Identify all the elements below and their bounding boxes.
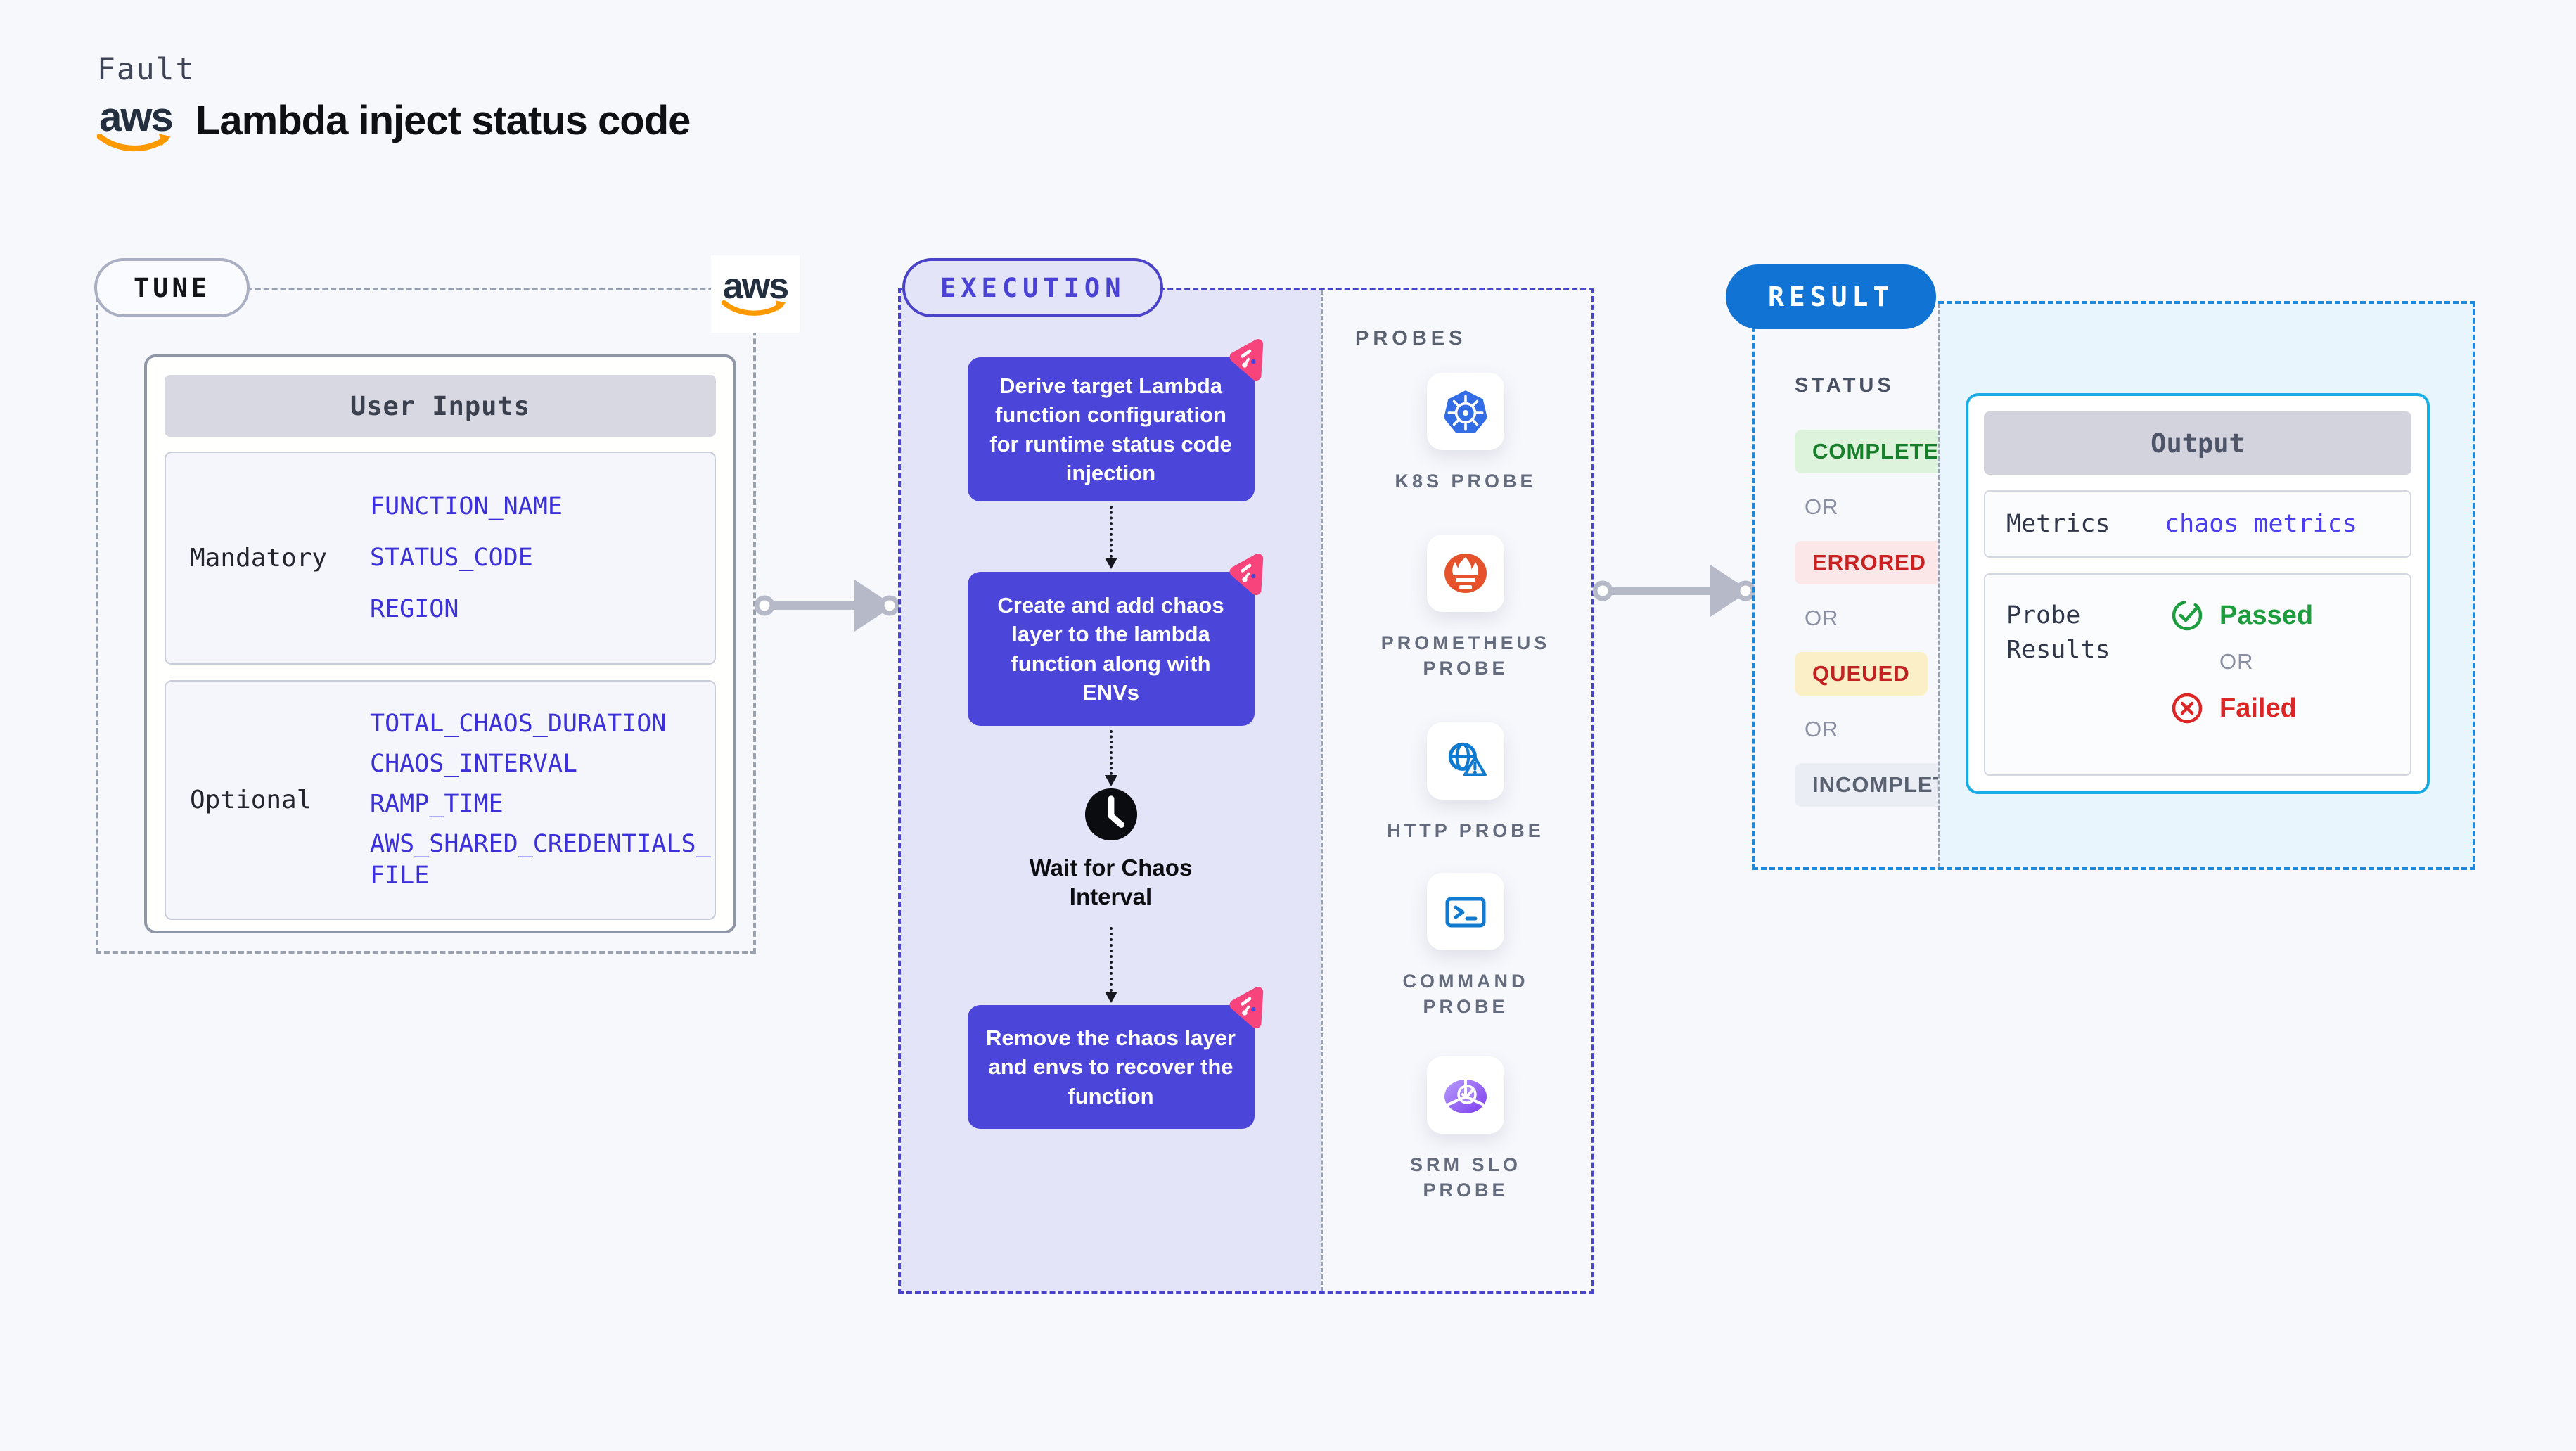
or-label: OR [1805,606,1839,630]
table-row-optional: Optional TOTAL_CHAOS_DURATION CHAOS_INTE… [165,680,716,920]
flow-connector [1104,730,1117,786]
kubernetes-icon [1444,390,1487,433]
flow-connector [1104,506,1117,569]
probe-results-row: Probe Results Passed OR [1984,573,2411,776]
or-label: OR [1805,494,1839,519]
probe-prometheus: PROMETHEUS PROBE [1371,535,1561,682]
chaos-fault-icon [1229,987,1263,1029]
or-label: OR [2219,649,2254,674]
result-output-panel: Output Metrics chaos metrics Probe Resul… [1938,304,2473,867]
param-total-chaos-duration: TOTAL_CHAOS_DURATION [370,709,667,738]
row-label: Mandatory [190,544,328,573]
x-circle-icon [2172,693,2203,724]
param-status-code: STATUS_CODE [370,543,533,572]
probe-results-label: Probe Results [2006,601,2110,664]
clock-icon [1084,787,1139,842]
execution-badge: EXECUTION [902,258,1164,317]
metrics-row: Metrics chaos metrics [1984,490,2411,558]
probe-label: PROMETHEUS PROBE [1380,632,1551,679]
probe-label: SRM SLO PROBE [1409,1154,1521,1201]
aws-logo-word: aws [99,94,174,140]
arrow-execution-to-result-icon [1593,565,1755,617]
table-row-mandatory: Mandatory FUNCTION_NAME STATUS_CODE REGI… [165,452,716,665]
wait-for-chaos-interval-label: Wait for Chaos Interval [1029,855,1193,910]
failed-line: Failed [2170,691,2389,725]
aws-corner-logo: aws [711,255,800,333]
probes-title: PROBES [1355,327,1467,350]
param-ramp-time: RAMP_TIME [370,789,504,818]
tune-badge: TUNE [94,258,250,317]
probe-k8s: K8S PROBE [1371,373,1561,494]
probe-label: COMMAND PROBE [1402,971,1529,1018]
chaos-fault-icon [1229,554,1263,596]
aws-logo: aws [97,97,174,156]
step-text: Derive target Lambda function configurat… [989,373,1232,485]
check-circle-icon [2172,600,2203,631]
mandatory-params: FUNCTION_NAME STATUS_CODE REGION [370,453,715,663]
aws-logo-word: aws [722,266,789,307]
param-function-name: FUNCTION_NAME [370,492,563,520]
execution-step-2: Create and add chaos layer to the lambda… [967,554,1263,726]
output-header: Output [1984,411,2411,475]
param-aws-shared-credentials-file: AWS_SHARED_CREDENTIALS_FILE [370,829,711,890]
result-badge: RESULT [1726,264,1937,329]
status-title: STATUS [1795,374,1895,397]
status-column: STATUS COMPLETED OR ERRORED OR QUEUED OR… [1755,304,1997,867]
optional-params: TOTAL_CHAOS_DURATION CHAOS_INTERVAL RAMP… [370,682,715,919]
fault-eyebrow-label: Fault [97,52,196,87]
page-title: Lambda inject status code [196,98,691,143]
execution-step-3: Remove the chaos layer and envs to recov… [967,987,1263,1129]
http-globe-icon [1448,742,1487,776]
status-badge-errored: ERRORED [1795,541,1944,584]
probe-srm-slo: SRM SLO PROBE [1371,1056,1561,1203]
param-region: REGION [370,594,459,623]
metrics-value: chaos metrics [2165,510,2357,538]
probe-tile [1427,722,1504,800]
step-text: Remove the chaos layer and envs to recov… [986,1025,1236,1108]
metrics-label: Metrics [2006,509,2110,538]
srm-slo-icon [1444,1080,1487,1113]
or-label: OR [1805,717,1839,741]
prometheus-icon [1444,554,1487,593]
status-badge-queued: QUEUED [1795,652,1928,696]
execution-section: EXECUTION Derive target Lambda function … [898,258,1594,1294]
failed-label: Failed [2219,693,2297,723]
user-inputs-table: User Inputs Mandatory FUNCTION_NAME STAT… [144,354,736,933]
probe-tile [1427,873,1504,950]
passed-line: Passed [2170,599,2389,632]
probe-tile [1427,373,1504,450]
aws-smile-icon [97,133,171,152]
passed-label: Passed [2219,600,2314,630]
execution-step-1: Derive target Lambda function configurat… [967,339,1263,501]
probe-tile [1427,535,1504,612]
aws-smile-icon [722,300,786,316]
flow-connector [1104,927,1117,1003]
output-card: Output Metrics chaos metrics Probe Resul… [1966,393,2430,794]
probes-panel: PROBES [1321,290,1591,1291]
chaos-fault-icon [1229,339,1263,381]
probe-label: HTTP PROBE [1387,820,1544,841]
probe-http: HTTP PROBE [1371,722,1561,843]
tune-section: TUNE aws User Inputs Mandatory FUNCTION_… [94,255,800,954]
probe-label: K8S PROBE [1395,471,1537,492]
execution-flow-panel: Derive target Lambda function configurat… [901,290,1321,1291]
terminal-icon [1445,897,1486,928]
param-chaos-interval: CHAOS_INTERVAL [370,749,578,778]
result-section: RESULT STATUS COMPLETED OR ERRORED OR QU… [1726,264,2475,870]
step-text: Create and add chaos layer to the lambda… [997,593,1224,705]
user-inputs-header: User Inputs [165,375,716,437]
arrow-tune-to-execution-icon [755,580,899,632]
probe-results-values: Passed OR Failed [2165,599,2389,774]
probe-tile [1427,1056,1504,1134]
probe-command: COMMAND PROBE [1371,873,1561,1020]
row-label: Optional [190,786,312,814]
